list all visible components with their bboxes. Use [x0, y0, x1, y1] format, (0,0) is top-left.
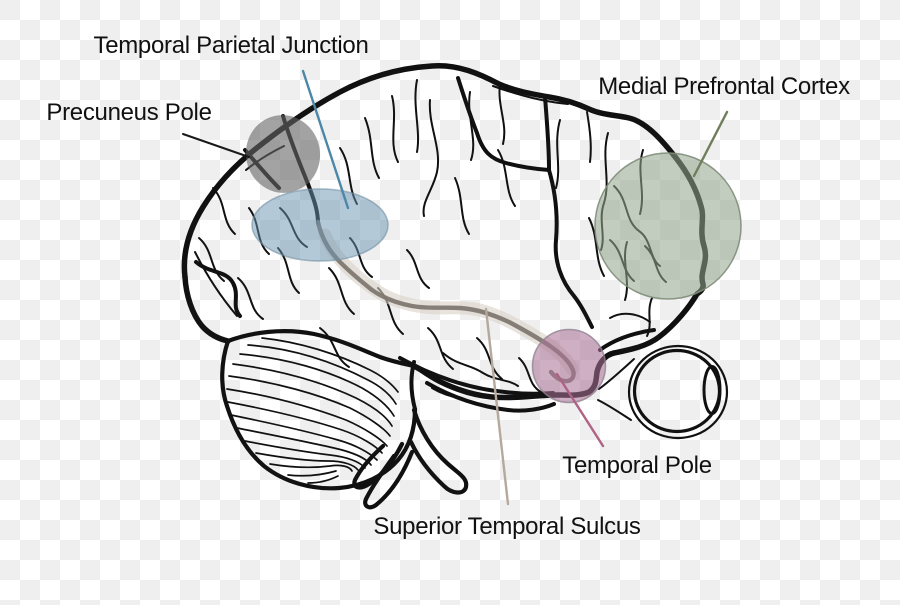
- inferior-temporal-bold: [425, 381, 556, 413]
- eye-outer-circle: [627, 344, 729, 440]
- eye-lens: [702, 365, 722, 415]
- brainstem: [352, 407, 469, 510]
- region-medial-prefrontal-cortex: [594, 152, 742, 300]
- region-precuneus-pole: [245, 115, 321, 193]
- optic-nerve-line: [597, 399, 632, 421]
- sulcus-bold: [409, 360, 417, 411]
- region-temporal-pole: [531, 328, 607, 404]
- eye-inner-circle: [632, 348, 722, 434]
- label-precuneus-pole: Precuneus Pole: [46, 99, 212, 126]
- leader-line-precuneus: [182, 133, 250, 158]
- central-sulcus-bold: [456, 76, 551, 172]
- optic-nerve-line: [598, 358, 635, 390]
- sulcus-bold: [547, 168, 594, 329]
- label-temporal-parietal-junction: Temporal Parietal Junction: [93, 32, 369, 59]
- cerebellum-folia-lines: [226, 337, 399, 484]
- occipital-outline: [182, 274, 231, 344]
- label-superior-temporal-sulcus: Superior Temporal Sulcus: [373, 513, 641, 540]
- sylvian-fissure-bold: [398, 356, 555, 396]
- label-temporal-pole: Temporal Pole: [562, 452, 712, 479]
- leader-line-mpfc: [692, 110, 729, 178]
- eye: [597, 344, 729, 440]
- leader-line-sts: [484, 307, 510, 506]
- region-temporal-parietal-junction: [251, 188, 389, 262]
- label-medial-prefrontal-cortex: Medial Prefrontal Cortex: [598, 73, 850, 100]
- leader-line-tpj: [301, 69, 350, 210]
- cerebellum: [220, 329, 418, 491]
- sulcus-bold: [194, 260, 242, 318]
- sulcus-bold: [543, 95, 551, 171]
- region-overlays: [245, 115, 742, 404]
- leader-lines: [182, 69, 729, 506]
- leader-line-temporal-pole: [555, 372, 605, 448]
